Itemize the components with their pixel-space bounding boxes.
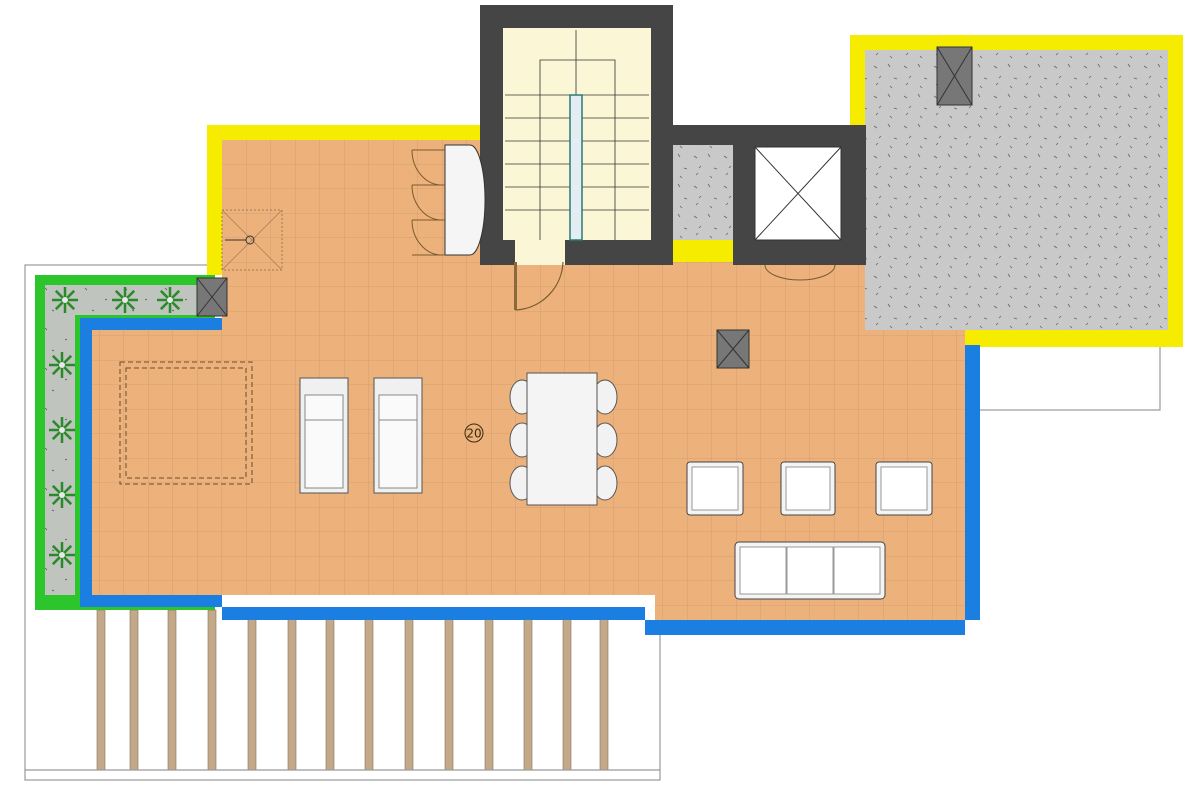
stair-railing [569, 94, 583, 241]
storage-unit [411, 144, 486, 256]
pergola-beam [404, 609, 414, 771]
sun-lounger [373, 377, 423, 494]
vent-icon [196, 277, 228, 317]
sun-lounger [299, 377, 349, 494]
pergola [96, 609, 609, 771]
gravel-mid [672, 145, 734, 240]
dining-set [509, 372, 618, 506]
rug [119, 361, 253, 485]
pergola-beam [599, 609, 609, 771]
wall-segment [672, 125, 734, 145]
sofa [734, 541, 886, 600]
shower [221, 209, 283, 271]
plant-icon [52, 287, 78, 313]
pergola-beam [484, 609, 494, 771]
pergola-beam [96, 609, 106, 771]
blue-border-left [80, 318, 92, 607]
zone-marker: 20 [464, 423, 484, 443]
gravel-right [865, 50, 1168, 330]
pergola-beam [364, 609, 374, 771]
plant-icon [49, 352, 75, 378]
vent-icon [716, 329, 750, 369]
door-swing [515, 261, 564, 311]
plant-icon [49, 482, 75, 508]
pergola-beam [247, 609, 257, 771]
pergola-beam [523, 609, 533, 771]
vent-icon [936, 46, 973, 106]
plants [49, 287, 183, 568]
elevator [733, 125, 866, 281]
pergola-beam [129, 609, 139, 771]
pergola-beam [325, 609, 335, 771]
pergola-beam [207, 609, 217, 771]
plant-icon [49, 417, 75, 443]
armchair [780, 461, 836, 516]
plant-icon [157, 287, 183, 313]
armchair [686, 461, 744, 516]
pergola-beam [167, 609, 177, 771]
pergola-beam [562, 609, 572, 771]
pergola-beam [287, 609, 297, 771]
stair-core [480, 5, 673, 311]
plant-icon [49, 542, 75, 568]
armchair [875, 461, 933, 516]
plant-icon [112, 287, 138, 313]
pergola-beam [444, 609, 454, 771]
planter-bed [45, 285, 75, 595]
zone-label: 20 [466, 427, 481, 441]
